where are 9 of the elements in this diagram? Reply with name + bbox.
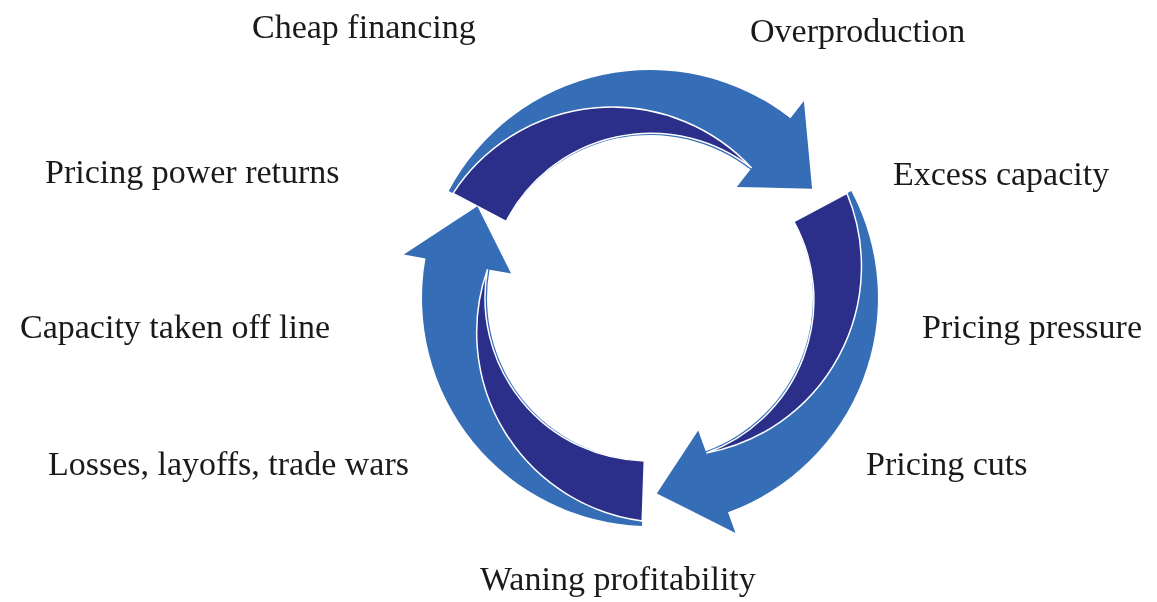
stage-label: Cheap financing xyxy=(252,8,476,46)
stage-label: Overproduction xyxy=(750,12,966,50)
stage-label: Losses, layoffs, trade wars xyxy=(48,445,409,483)
stage-label: Pricing pressure xyxy=(922,308,1142,346)
stage-label: Pricing cuts xyxy=(866,445,1028,483)
stage-label: Excess capacity xyxy=(893,155,1110,193)
stage-label: Capacity taken off line xyxy=(20,308,330,346)
stage-label: Pricing power returns xyxy=(45,153,340,191)
stage-label: Waning profitability xyxy=(480,560,756,598)
